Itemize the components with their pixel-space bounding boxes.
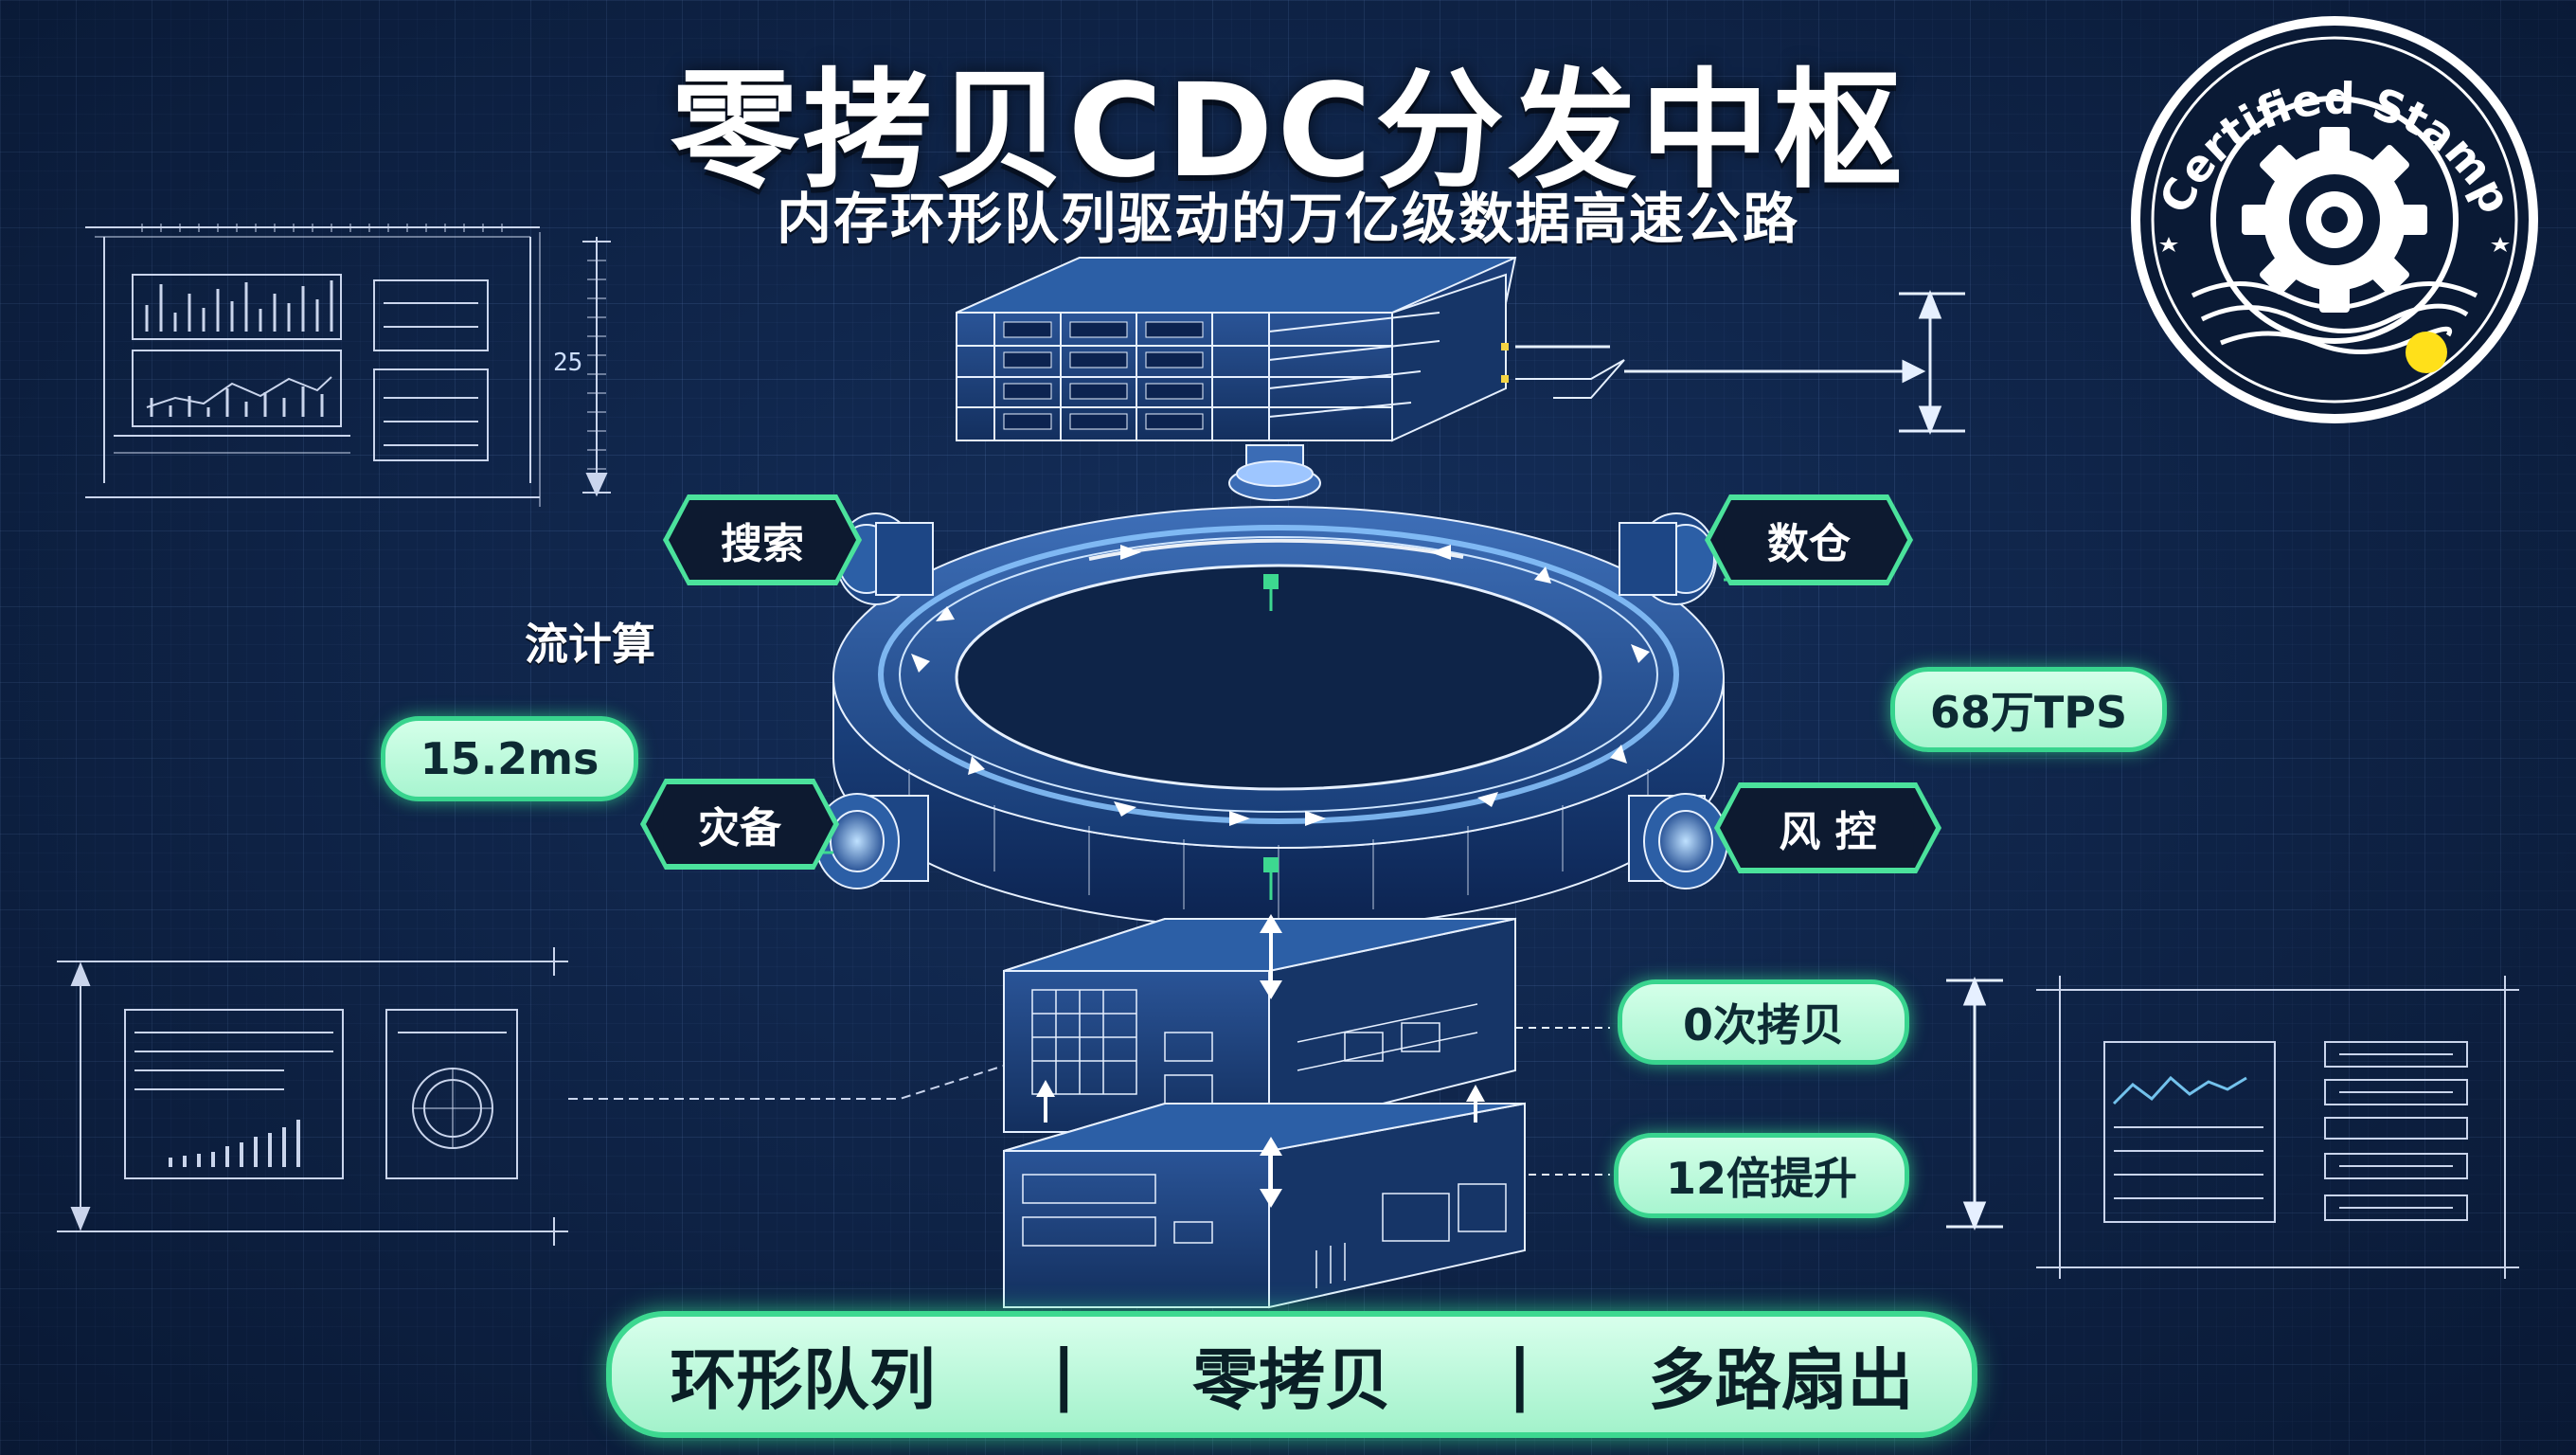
footer-feature-bar: 环形队列 | 零拷贝 | 多路扇出 — [606, 1311, 1977, 1438]
ring-port-bottom-left — [814, 793, 929, 889]
memory-module-upper — [1003, 917, 1517, 1134]
tag-search: 搜索 — [669, 500, 856, 580]
footer-separator: | — [1507, 1336, 1532, 1413]
blueprint-panel-top-left — [85, 224, 611, 507]
metric-boost: 12倍提升 — [1614, 1133, 1909, 1218]
footer-item-fanout: 多路扇出 — [1648, 1340, 1914, 1419]
tag-risk-control: 风 控 — [1720, 788, 1936, 868]
blueprint-panel-bottom-left — [57, 947, 1005, 1246]
dimension-lines-right — [1515, 289, 2003, 1231]
metric-zero-copy: 0次拷贝 — [1618, 979, 1909, 1065]
page-subtitle: 内存环形队列驱动的万亿级数据高速公路 — [776, 187, 1799, 251]
ring-port-top-right — [1619, 512, 1717, 605]
footer-item-zero-copy: 零拷贝 — [1192, 1340, 1391, 1419]
footer-separator: | — [1051, 1336, 1077, 1413]
memory-module-lower — [1003, 1102, 1526, 1309]
tag-disaster-recovery: 灾备 — [646, 784, 833, 864]
metric-throughput: 68万TPS — [1890, 667, 2167, 752]
blueprint-panel-bottom-right — [2036, 976, 2519, 1279]
label-stream-computing: 流计算 — [525, 619, 655, 670]
tag-warehouse: 数仓 — [1710, 500, 1907, 580]
footer-item-ring-queue: 环形队列 — [670, 1340, 936, 1419]
ring-port-bottom-right — [1628, 793, 1728, 889]
dimension-value: 25 — [553, 349, 583, 377]
metric-latency: 15.2ms — [381, 716, 638, 801]
stamp-yellow-dot — [2406, 332, 2447, 373]
flow-arrows — [1036, 914, 1485, 1208]
gear-icon — [2242, 127, 2427, 313]
server-rack-top — [956, 257, 1517, 501]
page-title: 零拷贝CDC分发中枢 — [670, 57, 1906, 207]
ring-buffer — [814, 506, 1728, 929]
